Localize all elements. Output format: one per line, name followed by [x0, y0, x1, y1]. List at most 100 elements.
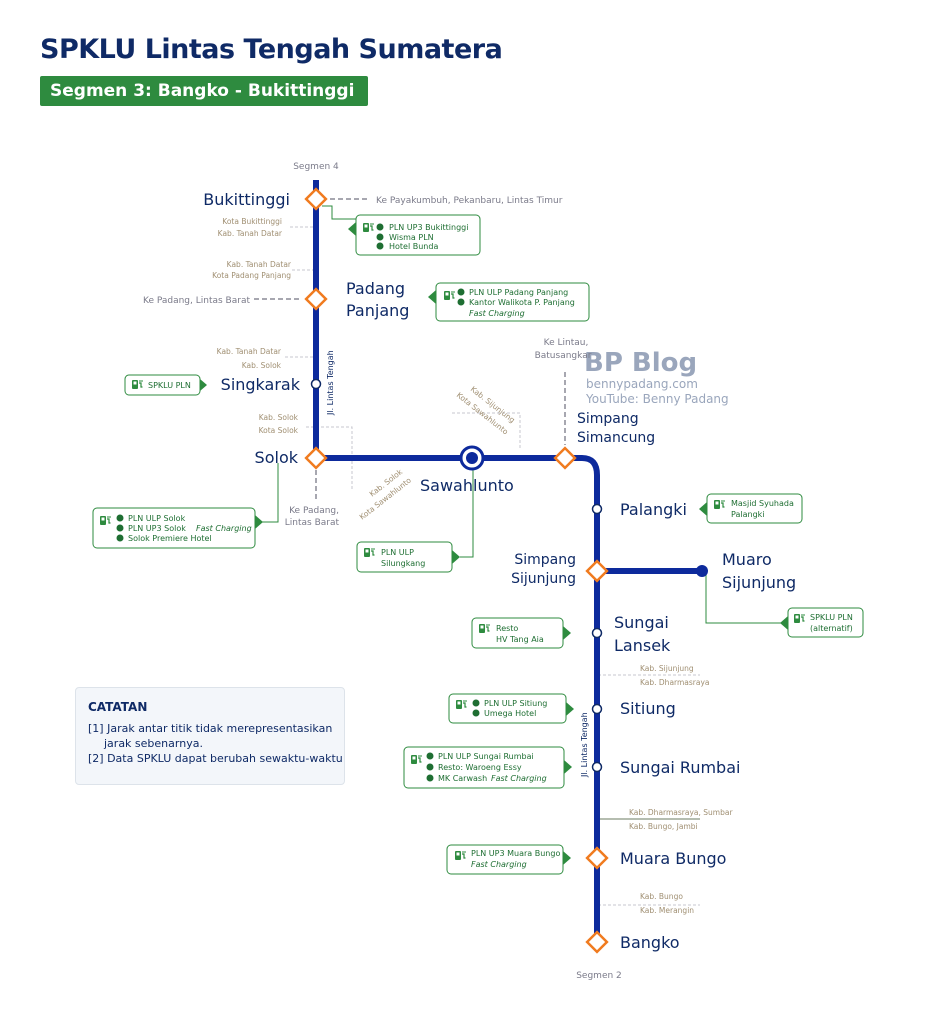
svg-text:Wisma PLN: Wisma PLN: [389, 233, 434, 242]
station-singkarak: Singkarak: [221, 375, 301, 394]
boundary-label-kab-dharmasraya: Kab. Dharmasraya: [640, 678, 710, 687]
boundary-label-kota-padang-panjang: Kota Padang Panjang: [212, 271, 291, 280]
watermark-site: bennypadang.com: [586, 377, 698, 391]
station-bukittinggi: Bukittinggi: [203, 190, 290, 209]
notes-box: CATATAN [1] Jarak antar titik tidak mere…: [75, 687, 345, 785]
svg-text:Masjid Syuhada: Masjid Syuhada: [731, 499, 794, 508]
station-solok: Solok: [255, 448, 299, 467]
svg-text:PLN ULP: PLN ULP: [381, 548, 414, 557]
svg-text:PLN UP3 Muara Bungo: PLN UP3 Muara Bungo: [471, 849, 560, 858]
svg-text:Fast Charging: Fast Charging: [196, 524, 252, 533]
svg-text:Fast Charging: Fast Charging: [491, 774, 547, 783]
charger-callout-solok: PLN ULP Solok PLN UP3 Solok Fast Chargin…: [92, 507, 263, 549]
svg-text:SPKLU PLN: SPKLU PLN: [148, 381, 191, 390]
station-sawahlunto: Sawahlunto: [420, 476, 514, 495]
boundary-label-bungo-jambi: Kab. Bungo, Jambi: [629, 822, 698, 831]
charger-callout-padang-panjang: PLN ULP Padang Panjang Kantor Walikota P…: [428, 282, 590, 322]
svg-text:Solok Premiere Hotel: Solok Premiere Hotel: [128, 534, 212, 543]
boundary-label-kota-bukittinggi: Kota Bukittinggi: [222, 217, 282, 226]
station-muara-bungo: Muara Bungo: [620, 849, 726, 868]
direction-lintau-line1: Ke Lintau,: [544, 338, 589, 348]
station-names: Bukittinggi Padang Panjang Singkarak Sol…: [203, 190, 796, 952]
watermark-youtube: YouTube: Benny Padang: [585, 392, 729, 406]
svg-text:Silungkang: Silungkang: [381, 559, 425, 568]
direction-solok-padang-line2: Lintas Barat: [285, 518, 340, 528]
station-muaro-sijunjung-line2: Sijunjung: [722, 573, 796, 592]
boundary-lines: [285, 226, 700, 906]
route-main: [313, 180, 600, 935]
watermark-brand: BP Blog: [584, 348, 697, 378]
note-line-1b: jarak sebenarnya.: [104, 737, 203, 750]
charger-callout-sitiung: PLN ULP Sitiung Umega Hotel: [448, 693, 574, 724]
direction-solok-padang-line1: Ke Padang,: [289, 506, 339, 516]
road-label-lower: Jl. Lintas Tengah: [580, 712, 589, 778]
svg-text:PLN UP3 Solok: PLN UP3 Solok: [128, 524, 186, 533]
direction-branches: [254, 198, 566, 500]
svg-text:Resto: Waroeng Essy: Resto: Waroeng Essy: [438, 763, 522, 772]
station-sungai-rumbai: Sungai Rumbai: [620, 758, 740, 777]
boundary-label-kab-tanah-datar: Kab. Tanah Datar: [217, 347, 282, 356]
boundary-label-kota-solok: Kota Solok: [259, 426, 299, 435]
charger-callout-palangki: Masjid Syuhada Palangki: [699, 493, 803, 524]
charger-callout-singkarak: SPKLU PLN: [124, 374, 207, 396]
boundary-labels: Kota Bukittinggi Kab. Tanah Datar Kab. T…: [212, 217, 733, 915]
boundary-label-kab-tanah-datar: Kab. Tanah Datar: [227, 260, 292, 269]
charger-callout-muara-bungo: PLN UP3 Muara Bungo Fast Charging: [446, 844, 571, 875]
station-padang-panjang-line2: Panjang: [346, 301, 409, 320]
callout-connectors: [262, 205, 788, 624]
road-label-upper: Jl. Lintas Tengah: [326, 350, 335, 416]
svg-text:Palangki: Palangki: [731, 510, 765, 519]
svg-text:MK Carwash: MK Carwash: [438, 774, 487, 783]
station-sungai-lansek-line2: Lansek: [614, 636, 671, 655]
station-simpang-sijunjung-line1: Simpang: [514, 552, 576, 568]
svg-text:PLN ULP Sungai Rumbai: PLN ULP Sungai Rumbai: [438, 752, 534, 761]
station-muaro-sijunjung-line1: Muaro: [722, 550, 772, 569]
segment-top-label: Segmen 4: [293, 162, 339, 172]
station-bangko: Bangko: [620, 933, 680, 952]
direction-lintau-line2: Batusangkar: [535, 351, 592, 361]
station-simpang-simancung-line1: Simpang: [577, 411, 639, 427]
svg-text:Fast Charging: Fast Charging: [471, 860, 527, 869]
station-simpang-sijunjung-line2: Sijunjung: [511, 571, 576, 587]
station-padang-panjang-line1: Padang: [346, 279, 405, 298]
svg-text:PLN ULP Padang Panjang: PLN ULP Padang Panjang: [469, 288, 568, 297]
segment-bottom-label: Segmen 2: [576, 971, 622, 981]
charger-callout-sawahlunto: PLN ULP Silungkang: [356, 541, 460, 573]
svg-text:Umega Hotel: Umega Hotel: [484, 709, 536, 718]
svg-text:SPKLU PLN: SPKLU PLN: [810, 613, 853, 622]
svg-text:PLN UP3 Bukittinggi: PLN UP3 Bukittinggi: [389, 223, 468, 232]
notes-title: CATATAN: [88, 700, 148, 714]
page-title: SPKLU Lintas Tengah Sumatera: [40, 34, 503, 65]
boundary-label-kab-tanah-datar: Kab. Tanah Datar: [218, 229, 283, 238]
svg-text:PLN ULP Solok: PLN ULP Solok: [128, 514, 186, 523]
charger-callout-bukittinggi: PLN UP3 Bukittinggi Wisma PLN Hotel Bund…: [348, 214, 481, 256]
boundary-label-dharmasraya-sumbar: Kab. Dharmasraya, Sumbar: [629, 808, 733, 817]
charger-callout-sungai-lansek: Resto HV Tang Aia: [471, 617, 571, 649]
svg-text:Resto: Resto: [496, 624, 518, 633]
segment-subtitle: Segmen 3: Bangko - Bukittinggi: [40, 76, 369, 106]
station-palangki: Palangki: [620, 500, 687, 519]
charger-callout-sungai-rumbai: PLN ULP Sungai Rumbai Resto: Waroeng Ess…: [403, 746, 572, 789]
direction-padang-barat: Ke Padang, Lintas Barat: [143, 296, 250, 306]
boundary-label-kab-solok: Kab. Solok: [259, 413, 299, 422]
boundary-label-kab-bungo: Kab. Bungo: [640, 892, 683, 901]
direction-labels: Ke Payakumbuh, Pekanbaru, Lintas Timur K…: [143, 196, 592, 528]
svg-text:Hotel Bunda: Hotel Bunda: [389, 242, 438, 251]
direction-payakumbuh: Ke Payakumbuh, Pekanbaru, Lintas Timur: [376, 196, 563, 206]
boundary-label-kab-merangin: Kab. Merangin: [640, 906, 694, 915]
station-sungai-lansek-line1: Sungai: [614, 613, 669, 632]
svg-text:Fast Charging: Fast Charging: [469, 309, 525, 318]
boundary-label-kab-solok: Kab. Solok: [242, 361, 282, 370]
svg-text:HV Tang Aia: HV Tang Aia: [496, 635, 544, 644]
station-simpang-simancung-line2: Simancung: [577, 430, 655, 446]
station-markers: [304, 187, 708, 954]
station-sitiung: Sitiung: [620, 699, 676, 718]
svg-text:PLN ULP Sitiung: PLN ULP Sitiung: [484, 699, 547, 708]
svg-text:(alternatif): (alternatif): [810, 624, 853, 633]
note-line-2: [2] Data SPKLU dapat berubah sewaktu-wak…: [88, 752, 343, 765]
svg-text:Kantor Walikota P. Panjang: Kantor Walikota P. Panjang: [469, 298, 575, 307]
boundary-label-kab-sijunjung: Kab. Sijunjung: [640, 664, 694, 673]
note-line-1: [1] Jarak antar titik tidak merepresenta…: [88, 722, 333, 735]
charger-callout-muaro-sijunjung: SPKLU PLN (alternatif): [780, 607, 864, 638]
